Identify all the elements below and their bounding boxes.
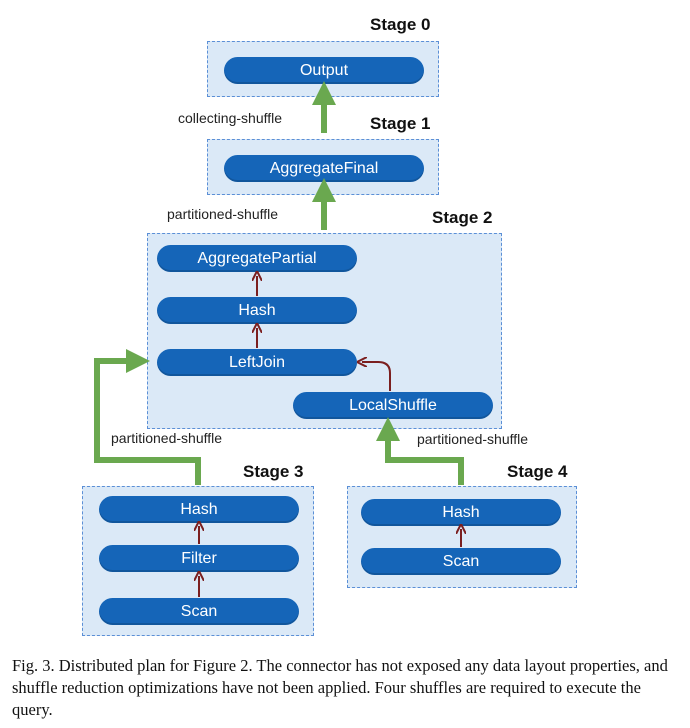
stage-4-title: Stage 4 (507, 462, 568, 481)
edge-label-partitioned-shuffle-s2: partitioned-shuffle (167, 206, 279, 222)
operator-scan: Scan (99, 598, 299, 625)
arrows-layer (94, 81, 690, 597)
stage-3-title: Stage 3 (243, 462, 304, 481)
operator-hash: Hash (157, 297, 357, 324)
edge-label-partitioned-shuffle-s4: partitioned-shuffle (417, 431, 529, 447)
operator-hash: Hash (99, 496, 299, 523)
shuffle-arrow-s3-s2 (94, 349, 201, 485)
operator-local-shuffle: LocalShuffle (293, 392, 493, 419)
operator-filter: Filter (99, 545, 299, 572)
operator-output: Output (224, 57, 424, 84)
operator-scan: Scan (361, 548, 561, 575)
local-arrow-localshuffle-leftjoin (362, 362, 391, 391)
operator-left-join: LeftJoin (157, 349, 357, 376)
operator-aggregate-final: AggregateFinal (224, 155, 424, 182)
operator-aggregate-partial: AggregatePartial (157, 245, 357, 272)
edge-label-partitioned-shuffle-s3: partitioned-shuffle (111, 430, 223, 446)
stage-0-title: Stage 0 (370, 15, 431, 34)
shuffle-arrow-s4-s2 (376, 417, 464, 485)
operator-hash: Hash (361, 499, 561, 526)
edge-label-collecting-shuffle: collecting-shuffle (178, 110, 283, 126)
stage-1-title: Stage 1 (370, 114, 431, 133)
figure-caption: Fig. 3. Distributed plan for Figure 2. T… (12, 656, 668, 719)
stage-2-title: Stage 2 (432, 208, 493, 227)
